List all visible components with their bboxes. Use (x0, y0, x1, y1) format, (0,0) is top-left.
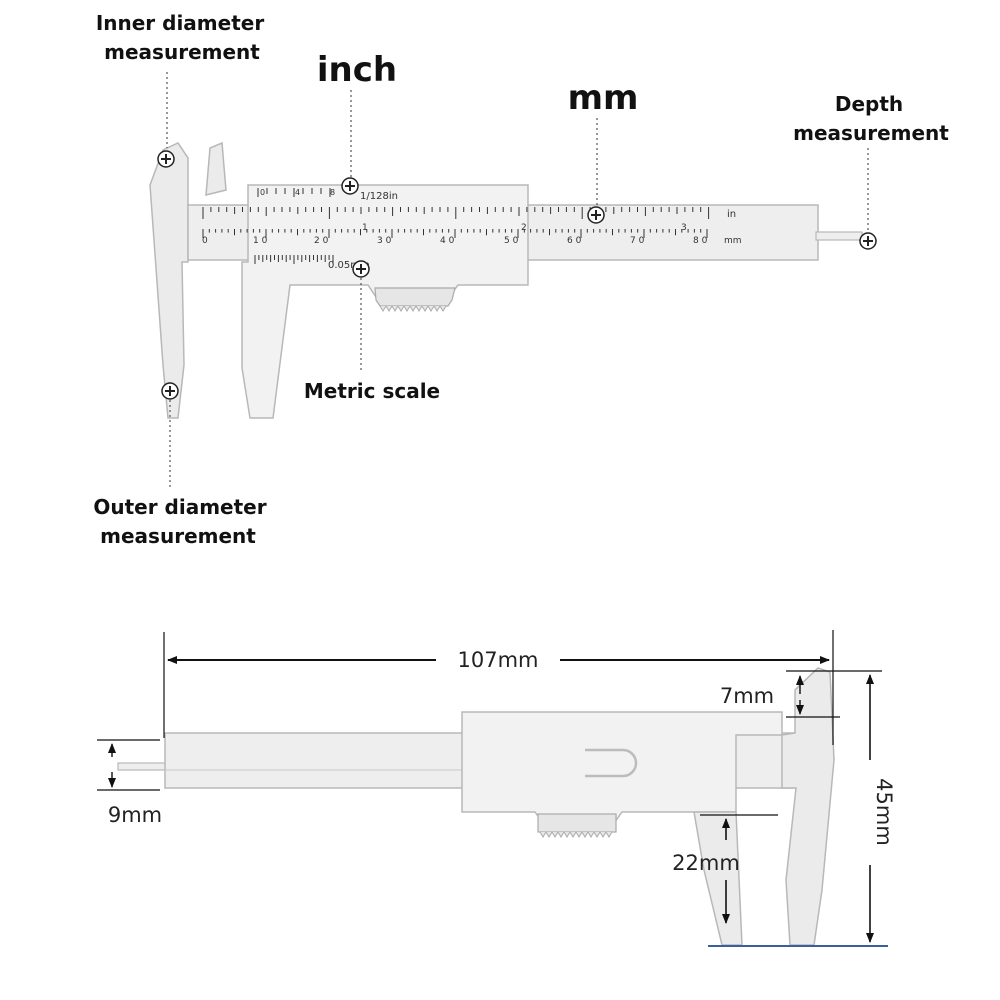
vernier-resolution-label: 0.05mm (328, 260, 370, 271)
wheel-tooth (439, 305, 447, 312)
inner-diameter-marker-icon (157, 150, 175, 168)
wheel-tooth (397, 305, 405, 312)
depth-label-line1: Depth (835, 92, 903, 116)
mm-number-80: 8 0 (693, 236, 708, 246)
wheel-tooth (545, 831, 553, 838)
unit-in-label: in (727, 209, 736, 220)
wheel-tooth (433, 305, 441, 312)
inch-number-1: 1 (362, 223, 368, 233)
wheel-tooth (605, 831, 613, 838)
inch-marker-icon (341, 177, 359, 195)
fixed-jaw-outer (149, 142, 189, 419)
depth-marker-icon (859, 232, 877, 250)
wheel-tooth (581, 831, 589, 838)
height-dimension-label: 45mm (872, 778, 896, 846)
slider-body (241, 184, 529, 419)
mm-number-20: 2 0 (314, 236, 329, 246)
bottom-thumb-wheel-teeth (539, 831, 613, 838)
mm-number-70: 7 0 (630, 236, 645, 246)
inner-diameter-label-line1: Inner diameter (96, 11, 265, 35)
mm-number-30: 3 0 (377, 236, 392, 246)
bottom-slider (461, 711, 783, 827)
wheel-tooth (415, 305, 423, 312)
dimension-labels: 107mm 7mm 45mm 9mm 22mm (108, 648, 896, 875)
wheel-tooth (551, 831, 559, 838)
bottom-slider-slot (585, 748, 638, 778)
outer-diameter-label-line2: measurement (100, 524, 256, 548)
wheel-tooth (427, 305, 435, 312)
wheel-tooth (593, 831, 601, 838)
inch-number-3: 3 (681, 223, 687, 233)
mm-number-10: 1 0 (253, 236, 268, 246)
mm-scale-numbers: 0 1 0 2 0 3 0 4 0 5 0 6 0 7 0 8 0 (202, 236, 708, 246)
unit-mm-label: mm (724, 236, 742, 246)
wheel-tooth (409, 305, 417, 312)
bottom-thumb-wheel (537, 813, 617, 833)
leader-lines (166, 72, 869, 488)
inch-label: inch (317, 50, 397, 90)
thumb-wheel-teeth (379, 305, 447, 312)
bottom-fixed-jaw (781, 667, 835, 946)
mm-number-0: 0 (202, 236, 208, 246)
outer-diameter-label-line1: Outer diameter (93, 495, 266, 519)
caliper-bottom-view (117, 667, 888, 947)
slider-inner-jaw (205, 141, 227, 196)
wheel-tooth (563, 831, 571, 838)
mm-number-40: 4 0 (440, 236, 455, 246)
length-dimension-label: 107mm (458, 648, 539, 672)
wheel-tooth (587, 831, 595, 838)
mm-number-60: 6 0 (567, 236, 582, 246)
inch-fraction-label: 1/128in (360, 191, 398, 202)
thumb-wheel (374, 287, 456, 307)
feature-labels: Inner diameter measurement inch mm Depth… (93, 11, 949, 548)
mm-number-50: 5 0 (504, 236, 519, 246)
inch-number-2: 2 (521, 223, 527, 233)
depth-label-line2: measurement (793, 121, 949, 145)
metric-scale-marker-icon (352, 260, 370, 278)
rod-dimension-label: 9mm (108, 803, 162, 827)
inch-vernier-0: 0 (260, 188, 265, 197)
metric-scale-label: Metric scale (304, 379, 440, 403)
jaw-top-dimension-label: 7mm (720, 684, 774, 708)
inch-vernier-4: 4 (295, 188, 300, 197)
wheel-tooth (391, 305, 399, 312)
mm-marker-icon (587, 206, 605, 224)
bottom-slider-jaw (693, 811, 743, 946)
wheel-tooth (539, 831, 547, 838)
caliper-top-view: 0 1 0 2 0 3 0 4 0 5 0 6 0 7 0 8 0 1 2 3 … (149, 141, 863, 419)
mm-label: mm (568, 78, 639, 118)
depth-rod (815, 231, 863, 241)
vernier-scale-ticks (254, 188, 334, 264)
wheel-tooth (569, 831, 577, 838)
wheel-tooth (385, 305, 393, 312)
wheel-tooth (421, 305, 429, 312)
dimension-lines (97, 630, 882, 943)
inner-diameter-label-line2: measurement (104, 40, 260, 64)
wheel-tooth (379, 305, 387, 312)
wheel-tooth (403, 305, 411, 312)
wheel-tooth (557, 831, 565, 838)
markers (157, 150, 877, 400)
inch-scale-numbers: 1 2 3 0 4 8 (260, 188, 687, 233)
wheel-tooth (575, 831, 583, 838)
inch-vernier-8: 8 (330, 188, 335, 197)
jaw-bottom-dimension-label: 22mm (672, 851, 740, 875)
wheel-tooth (599, 831, 607, 838)
outer-diameter-marker-icon (161, 382, 179, 400)
